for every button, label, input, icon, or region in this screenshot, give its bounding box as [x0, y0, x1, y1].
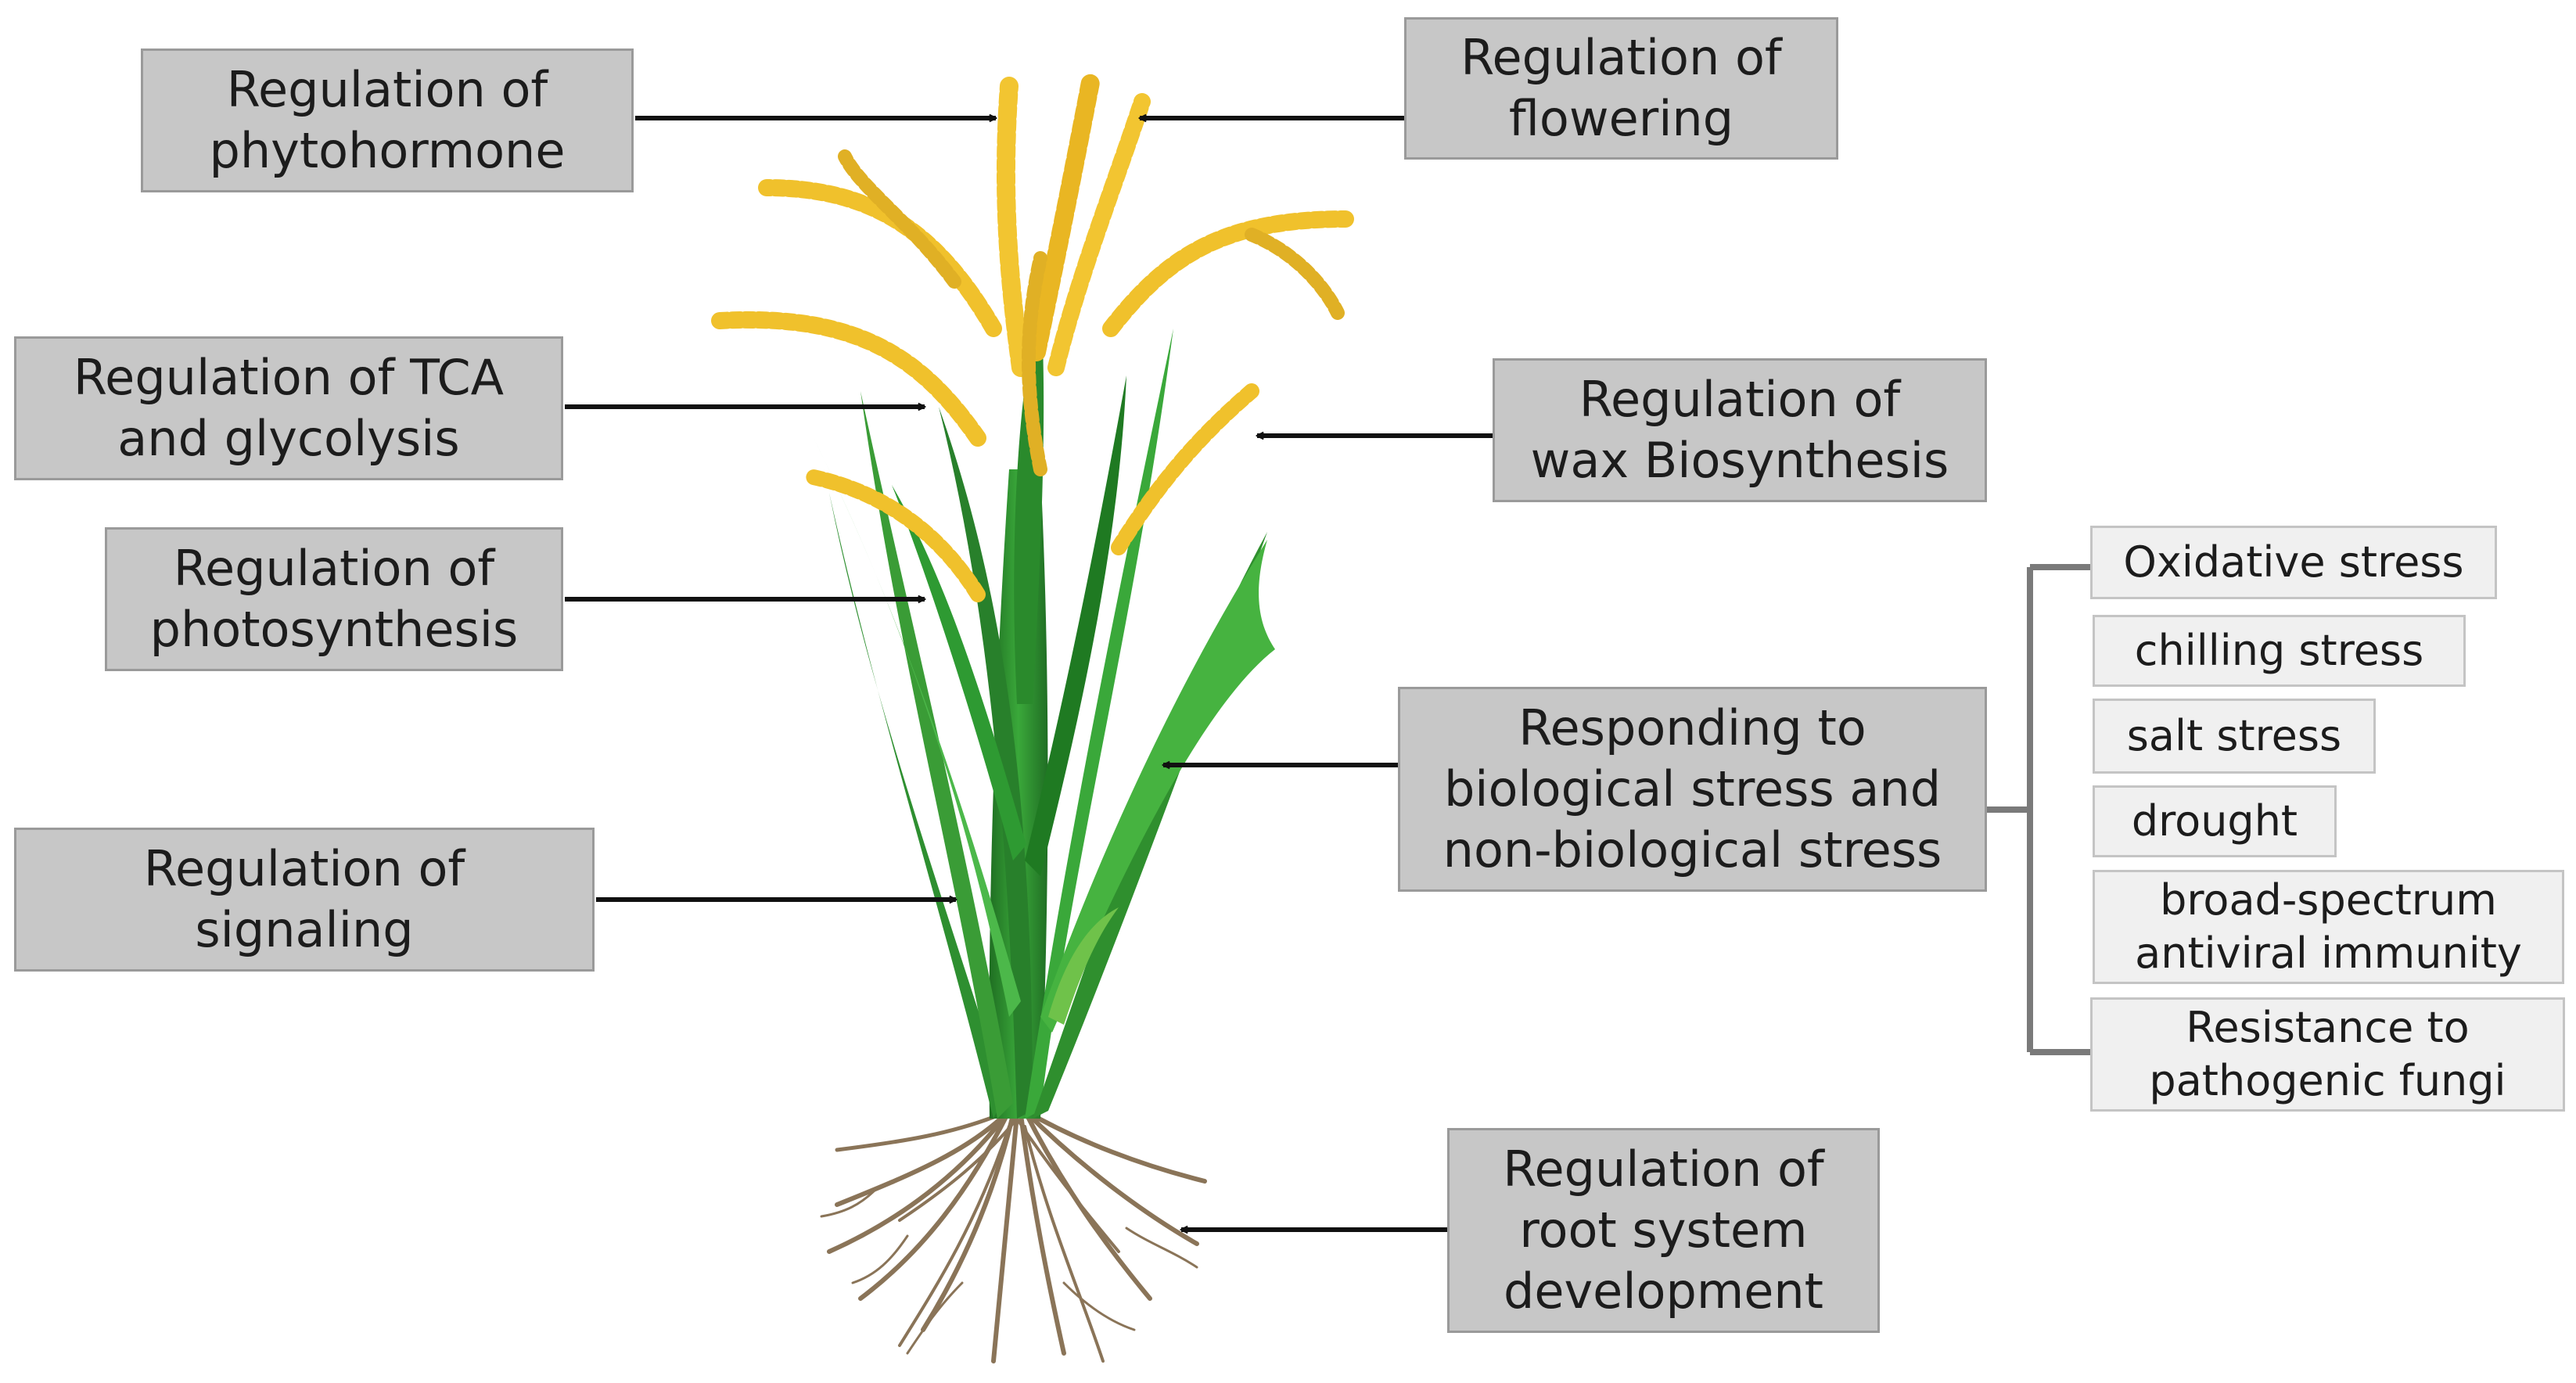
box-stress-response: Responding to biological stress and non-… [1398, 687, 1987, 892]
box-signaling: Regulation of signaling [14, 828, 595, 972]
box-photosynthesis: Regulation of photosynthesis [105, 527, 563, 671]
stress-bracket [1987, 564, 2090, 1055]
root-system-illustration [820, 1108, 1207, 1363]
stress-salt: salt stress [2093, 699, 2376, 774]
box-tca-glycolysis: Regulation of TCA and glycolysis [14, 336, 563, 480]
stress-oxidative: Oxidative stress [2090, 526, 2497, 599]
stress-drought: drought [2093, 785, 2337, 857]
box-phytohormone: Regulation of phytohormone [141, 48, 634, 192]
rice-panicles-illustration [711, 69, 1354, 602]
stress-chilling: chilling stress [2093, 615, 2466, 687]
arrows [565, 118, 1493, 1230]
box-wax-biosynthesis: Regulation of wax Biosynthesis [1493, 358, 1987, 502]
stress-pathogenic-fungi: Resistance to pathogenic fungi [2090, 997, 2565, 1112]
box-root-development: Regulation of root system development [1447, 1128, 1880, 1333]
rice-leaves-illustration [814, 297, 1275, 1119]
box-flowering: Regulation of flowering [1404, 17, 1838, 160]
stress-antiviral-immunity: broad-spectrum antiviral immunity [2093, 870, 2564, 984]
